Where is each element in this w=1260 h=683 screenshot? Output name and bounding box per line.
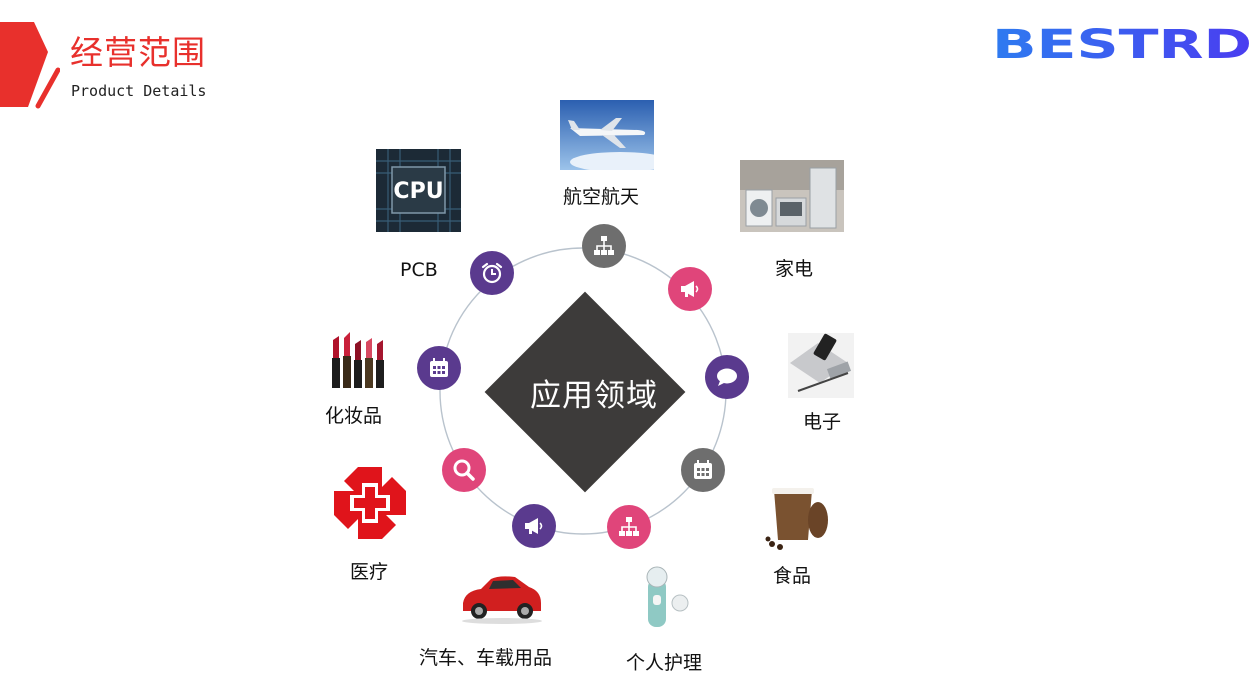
appliances-photo — [740, 160, 844, 232]
category-label: PCB — [400, 259, 438, 281]
ring-node-sitemap-2[interactable] — [607, 505, 651, 549]
hub-label: 应用领域 — [530, 378, 658, 414]
svg-text:CPU: CPU — [393, 179, 443, 204]
airplane-photo — [560, 100, 654, 170]
red-car-photo — [459, 569, 545, 625]
search-icon — [453, 459, 475, 481]
category-label: 化妆品 — [325, 405, 383, 427]
ring-node-sitemap[interactable] — [582, 224, 626, 268]
category-label: 食品 — [773, 565, 812, 587]
alarm-clock-icon — [481, 262, 503, 284]
header-accent-shape — [0, 22, 60, 109]
calendar-icon — [430, 358, 448, 377]
category-label: 个人护理 — [626, 652, 703, 674]
page-title: 经营范围 — [70, 33, 206, 72]
sitemap-icon — [619, 517, 639, 536]
megaphone-icon — [525, 518, 543, 534]
lipstick-photo — [330, 330, 388, 390]
ring-node-chat[interactable] — [705, 355, 749, 399]
ring-node-calendar-2[interactable] — [417, 346, 461, 390]
face-brush-photo — [636, 565, 698, 629]
brand-logo: BESTRD — [992, 25, 1252, 61]
category-label: 家电 — [775, 258, 814, 280]
chat-bubble-icon — [717, 368, 737, 386]
megaphone-icon — [681, 281, 699, 297]
medical-cross-icon — [334, 467, 406, 539]
coffee-cup-photo — [760, 484, 832, 552]
category-label: 航空航天 — [563, 186, 640, 208]
ring-node-alarm[interactable] — [470, 251, 514, 295]
ring-node-megaphone[interactable] — [668, 267, 712, 311]
page-subtitle: Product Details — [71, 82, 207, 100]
sitemap-icon — [594, 236, 614, 255]
category-label: 医疗 — [350, 561, 389, 583]
category-label: 电子 — [803, 411, 842, 433]
calendar-icon — [694, 460, 712, 479]
category-label: 汽车、车载用品 — [419, 647, 553, 669]
ring-node-search[interactable] — [442, 448, 486, 492]
cpu-chip-photo: CPU — [376, 149, 461, 232]
laptop-photo — [788, 333, 854, 398]
brand-logo-text: BESTRD — [992, 25, 1252, 61]
ring-node-megaphone-2[interactable] — [512, 504, 556, 548]
ring-node-calendar[interactable] — [681, 448, 725, 492]
